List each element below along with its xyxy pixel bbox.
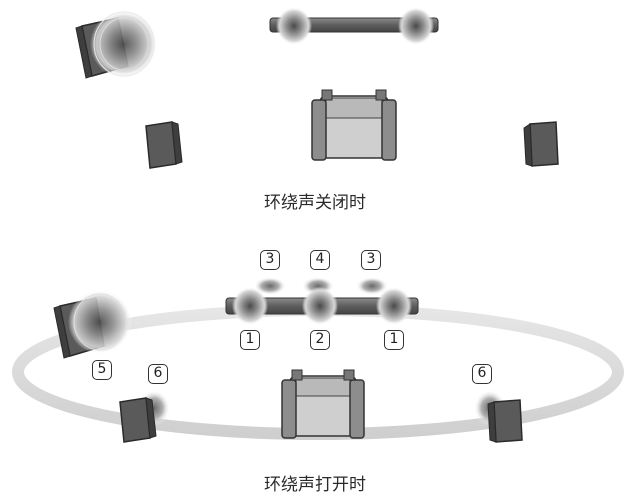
sofa bbox=[281, 369, 365, 439]
sound-wave-icon bbox=[302, 287, 338, 325]
sound-wave-icon bbox=[232, 287, 268, 325]
marker-height-center: 4 bbox=[310, 250, 330, 270]
rear-right-speaker bbox=[474, 390, 523, 443]
sound-wave-icon bbox=[68, 290, 132, 354]
sound-wave-icon bbox=[376, 287, 412, 325]
height-right-dome-icon bbox=[356, 277, 388, 295]
soundbar bbox=[225, 287, 419, 325]
marker-front-left: 1 bbox=[240, 330, 260, 350]
rear-right-speaker bbox=[523, 121, 559, 167]
rear-left-speaker bbox=[145, 121, 183, 169]
marker-side-left: 5 bbox=[92, 360, 112, 380]
marker-height-right: 3 bbox=[361, 250, 381, 270]
sound-wave-icon bbox=[276, 7, 312, 45]
sound-wave-icon bbox=[398, 7, 434, 45]
rear-left-speaker bbox=[119, 390, 170, 443]
marker-front-center: 2 bbox=[310, 330, 330, 350]
marker-rear-left: 6 bbox=[148, 364, 168, 384]
marker-rear-right: 6 bbox=[472, 364, 492, 384]
surround-on-diagram bbox=[12, 277, 624, 443]
marker-height-left: 3 bbox=[260, 250, 280, 270]
sound-wave-icon bbox=[90, 10, 158, 78]
front-left-speaker bbox=[75, 10, 158, 79]
soundbar bbox=[269, 7, 439, 45]
marker-front-right: 1 bbox=[384, 330, 404, 350]
sofa bbox=[311, 89, 397, 161]
height-left-dome-icon bbox=[254, 277, 286, 295]
caption-surround-on: 环绕声打开时 bbox=[264, 475, 366, 495]
caption-surround-off: 环绕声关闭时 bbox=[264, 193, 366, 213]
surround-off-diagram bbox=[75, 7, 559, 169]
front-left-speaker bbox=[53, 290, 132, 359]
